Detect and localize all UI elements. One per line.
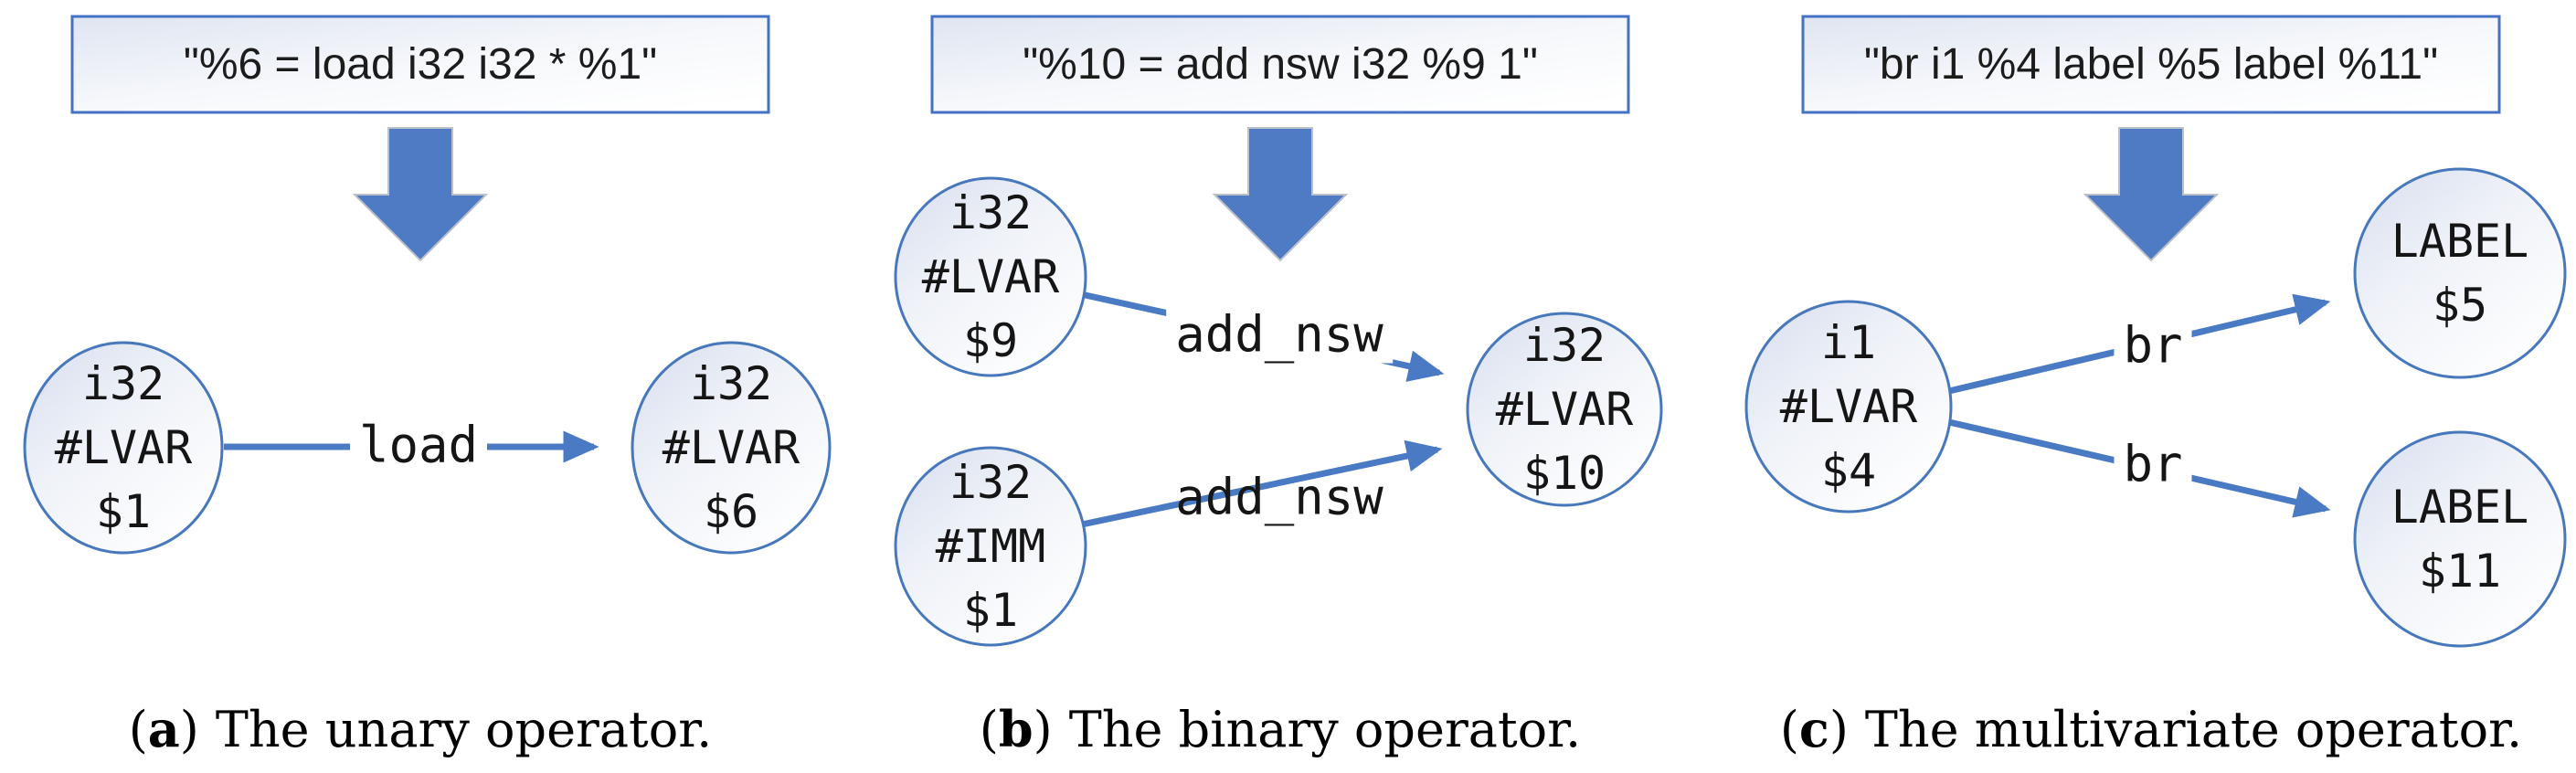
node-line: $1 — [95, 485, 152, 538]
node-label-a-dst: i32 #LVAR $6 — [632, 343, 830, 553]
node-line: i32 — [1522, 319, 1606, 372]
node-ellipse-c-label11 — [2353, 430, 2567, 648]
edge-label-addnsw-bottom: add_nsw — [1175, 468, 1383, 526]
node-line: $11 — [2418, 545, 2502, 598]
node-ellipse-c-label5 — [2353, 167, 2567, 379]
caption-b: (b)The binary operator. — [915, 696, 1646, 762]
instruction-text-c: "br i1 %4 label %5 label %11" — [1863, 40, 2439, 89]
node-line: i32 — [81, 357, 165, 410]
node-line: #LVAR — [1779, 380, 1918, 433]
instruction-text-b: "%10 = add nsw i32 %9 1" — [1023, 40, 1538, 89]
node-line: i32 — [689, 357, 773, 410]
node-label-c-label5: LABEL $5 — [2355, 169, 2565, 377]
caption-c-text: (c)The multivariate operator. — [1779, 700, 2523, 758]
caption-a-text: (a)The unary operator. — [128, 700, 713, 758]
node-ellipse-b-dst — [1466, 312, 1663, 507]
instruction-box-b — [930, 15, 1630, 114]
node-label-c-label11: LABEL $11 — [2355, 432, 2565, 646]
edge-label-br-top: br — [2114, 316, 2192, 375]
node-line: $10 — [1522, 447, 1606, 500]
down-arrow-c — [2083, 127, 2220, 262]
down-arrow-a — [352, 127, 489, 262]
node-line: $9 — [962, 314, 1019, 367]
node-line: #LVAR — [662, 421, 800, 474]
node-line: $1 — [962, 584, 1019, 637]
edge-label-addnsw-top: add_nsw — [1166, 305, 1393, 364]
edge-label-br-bottom: br — [2114, 435, 2192, 493]
node-line: LABEL — [2390, 215, 2529, 268]
node-label-b-dst: i32 #LVAR $10 — [1468, 313, 1661, 505]
down-arrow-b — [1212, 127, 1349, 262]
node-ellipse-b-src2 — [894, 446, 1087, 647]
node-line: $6 — [703, 485, 759, 538]
node-ellipse-b-src1 — [894, 176, 1087, 377]
node-line: i32 — [949, 186, 1033, 239]
node-line: $4 — [1820, 444, 1877, 497]
node-line: i32 — [949, 456, 1033, 509]
node-line: #IMM — [935, 520, 1046, 573]
node-line: #LVAR — [921, 250, 1060, 303]
instruction-box-a — [70, 15, 770, 114]
node-label-c-src: i1 #LVAR $4 — [1746, 302, 1951, 512]
caption-b-text: (b)The binary operator. — [979, 700, 1582, 758]
edge-b-addnsw-bottom — [1081, 439, 1443, 528]
node-line: i1 — [1820, 316, 1877, 369]
node-label-b-src2: i32 #IMM $1 — [896, 448, 1086, 645]
node-line: LABEL — [2390, 481, 2529, 534]
node-ellipse-a-dst — [631, 341, 832, 555]
node-line: $5 — [2432, 279, 2488, 332]
node-ellipse-a-src — [23, 341, 224, 555]
node-line: #LVAR — [54, 421, 193, 474]
instruction-box-c — [1801, 15, 2501, 114]
node-line: #LVAR — [1495, 383, 1634, 436]
node-label-a-src: i32 #LVAR $1 — [25, 343, 222, 553]
caption-a: (a)The unary operator. — [55, 696, 786, 762]
node-label-b-src1: i32 #LVAR $9 — [896, 178, 1086, 376]
node-ellipse-c-src — [1744, 300, 1953, 514]
edge-label-load: load — [349, 416, 488, 474]
instruction-text-a: "%6 = load i32 i32 * %1" — [183, 40, 658, 89]
caption-c: (c)The multivariate operator. — [1749, 696, 2553, 762]
